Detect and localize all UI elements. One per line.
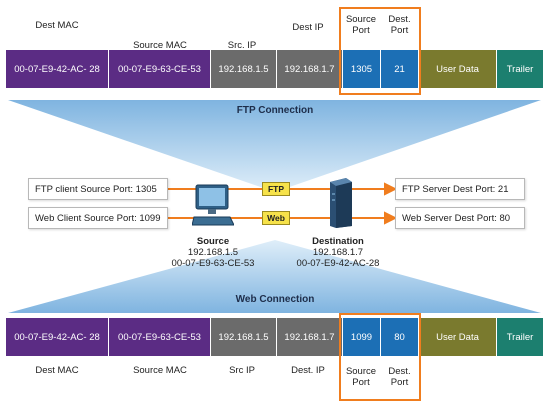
- bottom-dest-ip-cell: 192.168.1.7: [276, 318, 342, 356]
- source-ip: 192.168.1.5: [187, 247, 239, 258]
- top-dest-port-cell: 21: [380, 50, 418, 88]
- ftp-connection-label: FTP Connection: [236, 105, 314, 116]
- source-info: Source 192.168.1.5 00-07-E9-63-CE-53: [158, 236, 268, 269]
- bottom-src-ip-label: Src IP: [229, 365, 255, 376]
- ftp-client-source-port-box: FTP client Source Port: 1305: [28, 178, 168, 200]
- top-source-port-cell: 1305: [342, 50, 380, 88]
- web-client-source-port-box: Web Client Source Port: 1099: [28, 207, 168, 229]
- bottom-dest-mac-cell: 00-07-E9-42-AC- 28: [6, 318, 108, 356]
- destination-info: Destination 192.168.1.7 00-07-E9-42-AC-2…: [283, 236, 393, 269]
- bottom-source-port-label: Source Port: [345, 366, 377, 388]
- bottom-trailer-cell: Trailer: [496, 318, 543, 356]
- top-dest-ip-label: Dest IP: [292, 22, 324, 33]
- source-mac: 00-07-E9-63-CE-53: [171, 258, 255, 269]
- top-src-ip-cell: 192.168.1.5: [210, 50, 276, 88]
- bottom-user-data-cell: User Data: [418, 318, 496, 356]
- web-server-dest-port-box: Web Server Dest Port: 80: [395, 207, 525, 229]
- bottom-dest-port-label: Dest. Port: [388, 366, 411, 388]
- ftp-server-dest-port-box: FTP Server Dest Port: 21: [395, 178, 525, 200]
- top-source-port-label: Source Port: [345, 14, 377, 36]
- web-connection-label: Web Connection: [235, 294, 315, 305]
- top-source-mac-label: Source MAC: [133, 40, 187, 51]
- top-dest-ip-cell: 192.168.1.7: [276, 50, 342, 88]
- top-port-highlight: [339, 7, 421, 95]
- top-source-mac-cell: 00-07-E9-63-CE-53: [108, 50, 210, 88]
- destination-title: Destination: [312, 236, 364, 247]
- destination-ip: 192.168.1.7: [312, 247, 364, 258]
- bottom-dest-port-cell: 80: [380, 318, 418, 356]
- computer-icon: [192, 184, 234, 226]
- ftp-tag: FTP: [262, 182, 290, 196]
- top-dest-mac-cell: 00-07-E9-42-AC- 28: [6, 50, 108, 88]
- source-title: Source: [196, 236, 230, 247]
- top-user-data-cell: User Data: [418, 50, 496, 88]
- bottom-source-mac-cell: 00-07-E9-63-CE-53: [108, 318, 210, 356]
- top-dest-mac-label: Dest MAC: [35, 20, 79, 31]
- bottom-dest-ip-label: Dest. IP: [291, 365, 325, 376]
- server-icon: [330, 178, 352, 228]
- bottom-source-mac-label: Source MAC: [133, 365, 187, 376]
- bottom-source-port-cell: 1099: [342, 318, 380, 356]
- ftp-funnel: [8, 100, 541, 192]
- bottom-src-ip-cell: 192.168.1.5: [210, 318, 276, 356]
- top-dest-port-label: Dest. Port: [388, 14, 411, 36]
- web-tag: Web: [262, 211, 290, 225]
- web-funnel: [8, 240, 541, 313]
- top-trailer-cell: Trailer: [496, 50, 543, 88]
- top-src-ip-label: Src. IP: [227, 40, 257, 51]
- destination-mac: 00-07-E9-42-AC-28: [296, 258, 380, 269]
- bottom-dest-mac-label: Dest MAC: [35, 365, 79, 376]
- bottom-port-highlight: [339, 313, 421, 401]
